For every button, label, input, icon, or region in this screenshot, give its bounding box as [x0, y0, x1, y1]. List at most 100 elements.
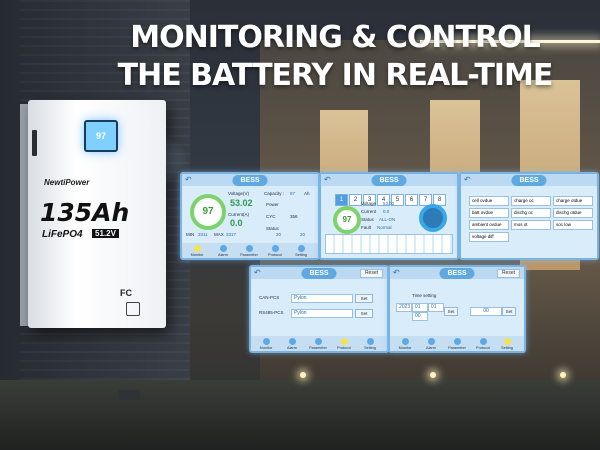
fault-label: Fault: [361, 225, 372, 230]
protocol-label: CAN-PCS: [259, 295, 280, 300]
nav-alarm[interactable]: Alarm: [212, 245, 234, 257]
battery-screen: 97: [84, 120, 118, 152]
nav-protocol[interactable]: Protocol: [472, 338, 494, 350]
panel-header: ↶ BESS: [321, 174, 457, 186]
panel-protocol: ↶ BESS Reset CAN-PCS Pylon Set RS485-PCS…: [249, 265, 389, 353]
nav-alarm[interactable]: Alarm: [420, 338, 442, 350]
status-label: Status: [266, 226, 279, 231]
max-temp-value: 20: [300, 232, 306, 237]
floor-light: [560, 372, 566, 378]
panel-header: ↶ BESS Reset: [251, 267, 387, 279]
voltage-label: Voltage(V): [228, 191, 250, 196]
alarm-flag: voltage diff: [469, 232, 509, 242]
capacity-unit: Ah: [304, 191, 310, 196]
nav-parameter[interactable]: Parameter: [446, 338, 468, 350]
pack-tab[interactable]: 2: [349, 194, 362, 206]
alarm-flag: charge otdue: [553, 196, 593, 206]
headline-line-2: THE BATTERY IN REAL-TIME: [117, 58, 554, 93]
panel-title: BESS: [371, 175, 407, 186]
protocol-select[interactable]: Pylon: [291, 309, 353, 318]
protocol-select[interactable]: Pylon: [291, 294, 353, 303]
min-temp-value: 20: [276, 232, 282, 237]
alarm-flag: dischg oc: [511, 208, 551, 218]
nav-protocol[interactable]: Protocol: [264, 245, 286, 257]
back-icon[interactable]: ↶: [254, 268, 261, 277]
nav-monitor[interactable]: Monitor: [394, 338, 416, 350]
headline-line-1: MONITORING & CONTROL: [130, 20, 540, 55]
min-volt-value: 3311: [198, 232, 208, 237]
alarm-flag: charge oc: [511, 196, 551, 206]
day-field[interactable]: 01: [428, 303, 444, 312]
reset-button[interactable]: Reset: [496, 269, 520, 278]
nav-setting[interactable]: Setting: [359, 338, 381, 350]
set-button[interactable]: Set: [355, 309, 373, 318]
pack-tab[interactable]: 4: [377, 194, 390, 206]
current-label: Current: [361, 209, 377, 214]
panel-title: BESS: [301, 268, 337, 279]
protocol-label: RS485-PCS: [259, 310, 284, 315]
pack-tab[interactable]: 3: [363, 194, 376, 206]
back-icon[interactable]: ↶: [185, 175, 192, 184]
panel-title: BESS: [511, 175, 547, 186]
status-label: Status: [361, 217, 374, 222]
back-icon[interactable]: ↶: [393, 268, 400, 277]
power-label: Power: [266, 202, 279, 207]
nav-monitor[interactable]: Monitor: [255, 338, 277, 350]
pack-tab[interactable]: 1: [335, 194, 348, 206]
soc-gauge: 97: [190, 194, 226, 230]
capacity-value: 97: [290, 191, 296, 196]
floor-light: [300, 372, 306, 378]
panel-alarms: ↶ BESS cell ovdue charge oc charge otdue…: [459, 172, 599, 260]
status-value: ALL-ON: [379, 217, 396, 222]
ground: [0, 380, 600, 450]
battery-foot: [118, 390, 140, 400]
current-label: Current(A): [228, 212, 250, 217]
capacity-label: Capacity :: [264, 191, 285, 196]
year-field[interactable]: 2023: [396, 303, 412, 312]
minute-field[interactable]: 00: [470, 307, 502, 316]
max-volt-label: MAX: [214, 232, 224, 237]
hour-field[interactable]: 00: [412, 312, 428, 321]
panel-title: BESS: [439, 268, 475, 279]
battery-capacity: 135Ah: [40, 198, 130, 227]
alarm-flag: ambient ovdue: [469, 220, 509, 230]
current-gauge: [419, 204, 447, 232]
month-field[interactable]: 01: [412, 303, 428, 312]
pack-tab[interactable]: 5: [391, 194, 404, 206]
alarm-flag: dischg otdue: [553, 208, 593, 218]
panel-header: ↶ BESS: [182, 174, 318, 186]
alarm-flag: soc low: [553, 220, 593, 230]
bottom-nav: Monitor Alarm Parameter Protocol Setting: [251, 336, 387, 351]
voltage-value: 53.02: [230, 198, 253, 208]
battery-side: [20, 104, 30, 326]
reset-button[interactable]: Reset: [359, 269, 383, 278]
nav-parameter[interactable]: Parameter: [307, 338, 329, 350]
nav-monitor[interactable]: Monitor: [186, 245, 208, 257]
bottom-nav: Monitor Alarm Parameter Protocol Setting: [182, 243, 318, 258]
current-value: 0.0: [383, 209, 390, 214]
nav-protocol[interactable]: Protocol: [333, 338, 355, 350]
panel-header: ↶ BESS: [461, 174, 597, 186]
roof-light: [420, 40, 600, 43]
pack-tab[interactable]: 6: [405, 194, 418, 206]
battery-handle: [32, 130, 37, 156]
battery-unit: 97 NewtiPower 135Ah LiFePO4 51.2V FC: [28, 100, 166, 400]
back-icon[interactable]: ↶: [464, 175, 471, 184]
cert-badge: FC: [120, 288, 132, 298]
back-icon[interactable]: ↶: [324, 175, 331, 184]
time-setting-label: Time setting: [412, 293, 437, 298]
nav-setting[interactable]: Setting: [290, 245, 312, 257]
floor-light: [430, 372, 436, 378]
cycle-value: 356: [290, 214, 298, 219]
alarm-flag: cell ovdue: [469, 196, 509, 206]
soc-gauge: 97: [333, 206, 361, 234]
set-button[interactable]: Set: [444, 307, 458, 316]
set-button[interactable]: Set: [355, 294, 373, 303]
nav-setting[interactable]: Setting: [496, 338, 518, 350]
panel-time: ↶ BESS Reset Time setting 2023 01 01 00 …: [388, 265, 526, 353]
alarm-flag: batt ovdue: [469, 208, 509, 218]
set-button[interactable]: Set: [502, 307, 516, 316]
nav-parameter[interactable]: Parameter: [238, 245, 260, 257]
nav-alarm[interactable]: Alarm: [281, 338, 303, 350]
